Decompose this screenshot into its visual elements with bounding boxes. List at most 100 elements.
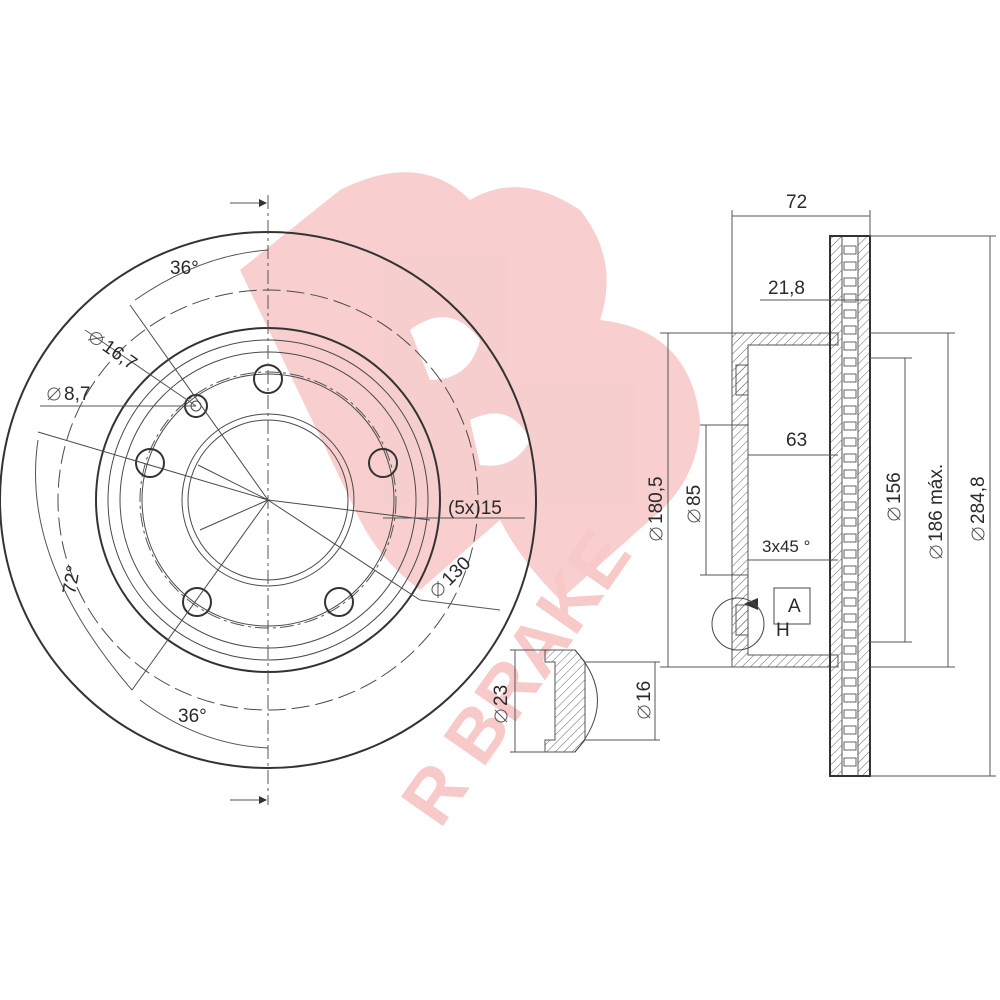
label-datum-h: H bbox=[776, 620, 790, 641]
bolt-hole bbox=[368, 448, 398, 478]
label-width-72: 72 bbox=[786, 192, 807, 213]
datum-detail-circle bbox=[711, 597, 765, 651]
cooling-vane bbox=[843, 517, 857, 527]
label-dia-8-7: 8,7 bbox=[47, 384, 90, 405]
diameter-symbol-icon bbox=[89, 332, 103, 346]
cooling-vane bbox=[843, 373, 857, 383]
diameter-symbol-slash bbox=[929, 545, 943, 559]
radial-line bbox=[267, 499, 421, 601]
diameter-symbol-slash bbox=[437, 581, 439, 598]
label-dia-186: 186 máx. bbox=[926, 464, 947, 559]
watermark-logo bbox=[240, 172, 700, 600]
detail-view: 23 16 bbox=[491, 649, 660, 753]
cooling-vane bbox=[843, 261, 857, 271]
cooling-vane bbox=[843, 725, 857, 735]
angle-arc-left bbox=[35, 439, 133, 691]
cooling-vane bbox=[843, 549, 857, 559]
label-angle-left: 72° bbox=[59, 564, 85, 596]
label-dia-156-text: 156 bbox=[884, 472, 905, 504]
cooling-vane bbox=[843, 245, 857, 255]
cooling-vane bbox=[843, 453, 857, 463]
cooling-vane bbox=[843, 613, 857, 623]
watermark-r-inner bbox=[410, 317, 480, 380]
label-bolt-holes: (5x)15 bbox=[448, 498, 502, 519]
cooling-vane bbox=[843, 677, 857, 687]
diameter-symbol-slash bbox=[971, 527, 985, 541]
cooling-vane bbox=[843, 581, 857, 591]
bolt-hole bbox=[324, 587, 354, 617]
cooling-vane bbox=[843, 357, 857, 367]
diameter-symbol-slash bbox=[494, 709, 508, 723]
friction-plate-left bbox=[829, 235, 843, 777]
label-dia-156: 156 bbox=[884, 472, 905, 521]
diameter-symbol-slash bbox=[637, 705, 651, 719]
diameter-symbol-icon bbox=[687, 509, 701, 523]
label-dia-23-text: 23 bbox=[491, 685, 512, 706]
cooling-vane bbox=[843, 341, 857, 351]
radial-line bbox=[197, 464, 269, 501]
cooling-vane bbox=[843, 485, 857, 495]
friction-plate-right bbox=[857, 235, 871, 777]
cooling-vane bbox=[843, 533, 857, 543]
label-datum-a: A bbox=[788, 596, 801, 617]
cooling-vane bbox=[843, 309, 857, 319]
cooling-vane bbox=[843, 565, 857, 575]
hat-inner-step bbox=[735, 604, 749, 636]
cooling-vane bbox=[843, 693, 857, 703]
label-dia-180-5: 180,5 bbox=[646, 476, 667, 541]
label-dia-284-8: 284,8 bbox=[968, 476, 989, 541]
leader-dia-16-7 bbox=[84, 329, 197, 407]
leader-dia-130 bbox=[419, 599, 501, 611]
label-dia-16-text: 16 bbox=[634, 681, 655, 702]
cooling-vane bbox=[843, 629, 857, 639]
diameter-symbol-icon bbox=[649, 527, 663, 541]
datum-arrow-icon bbox=[744, 598, 758, 610]
label-dia-85-text: 85 bbox=[684, 485, 705, 506]
cooling-vane bbox=[843, 293, 857, 303]
radial-line bbox=[131, 499, 269, 691]
label-dia-180-5-text: 180,5 bbox=[646, 476, 667, 524]
diameter-symbol-icon bbox=[47, 387, 61, 401]
hat-inner-step bbox=[735, 364, 749, 396]
cooling-vane bbox=[843, 277, 857, 287]
section-view: 72 21,8 63 3x45 ° A H 180,5 85 bbox=[646, 192, 996, 777]
diameter-symbol-icon bbox=[431, 583, 445, 597]
label-dia-16-7: 16,7 bbox=[87, 332, 141, 374]
label-chamfer: 3x45 ° bbox=[762, 537, 810, 556]
label-angle-bottom: 36° bbox=[178, 706, 207, 727]
bolt-hole bbox=[182, 587, 212, 617]
diameter-symbol-icon bbox=[887, 507, 901, 521]
diameter-symbol-slash bbox=[649, 527, 663, 541]
angle-arc-top bbox=[134, 249, 269, 301]
cooling-vane bbox=[843, 469, 857, 479]
cooling-vane bbox=[843, 757, 857, 767]
diameter-symbol-slash bbox=[687, 509, 701, 523]
cooling-vane bbox=[843, 437, 857, 447]
label-dia-23: 23 bbox=[491, 685, 512, 723]
watermark-b-inner bbox=[470, 413, 530, 466]
label-dia-85: 85 bbox=[684, 485, 705, 523]
cooling-vane bbox=[843, 421, 857, 431]
cooling-vane bbox=[843, 709, 857, 719]
watermark-r-shape bbox=[240, 172, 700, 600]
detail-circle-arc bbox=[574, 649, 598, 753]
cooling-vane bbox=[843, 501, 857, 511]
angle-arc-bottom bbox=[139, 699, 269, 749]
cooling-vane bbox=[843, 597, 857, 607]
diameter-symbol-slash bbox=[87, 336, 105, 341]
diameter-symbol-icon bbox=[494, 709, 508, 723]
cooling-vane bbox=[843, 741, 857, 751]
label-dia-186-text: 186 máx. bbox=[926, 464, 947, 542]
front-view: 36° 36° 72° 16,7 8,7 (5x)15 130 bbox=[0, 195, 537, 805]
cooling-vane bbox=[843, 661, 857, 671]
label-thickness-21-8: 21,8 bbox=[768, 278, 805, 299]
diameter-symbol-icon bbox=[929, 545, 943, 559]
label-dia-284-8-text: 284,8 bbox=[968, 476, 989, 524]
radial-line bbox=[129, 304, 269, 501]
cooling-vane bbox=[843, 645, 857, 655]
cooling-vane bbox=[843, 389, 857, 399]
label-dia-16: 16 bbox=[634, 681, 655, 719]
label-angle-top: 36° bbox=[170, 258, 199, 279]
diameter-symbol-icon bbox=[971, 527, 985, 541]
